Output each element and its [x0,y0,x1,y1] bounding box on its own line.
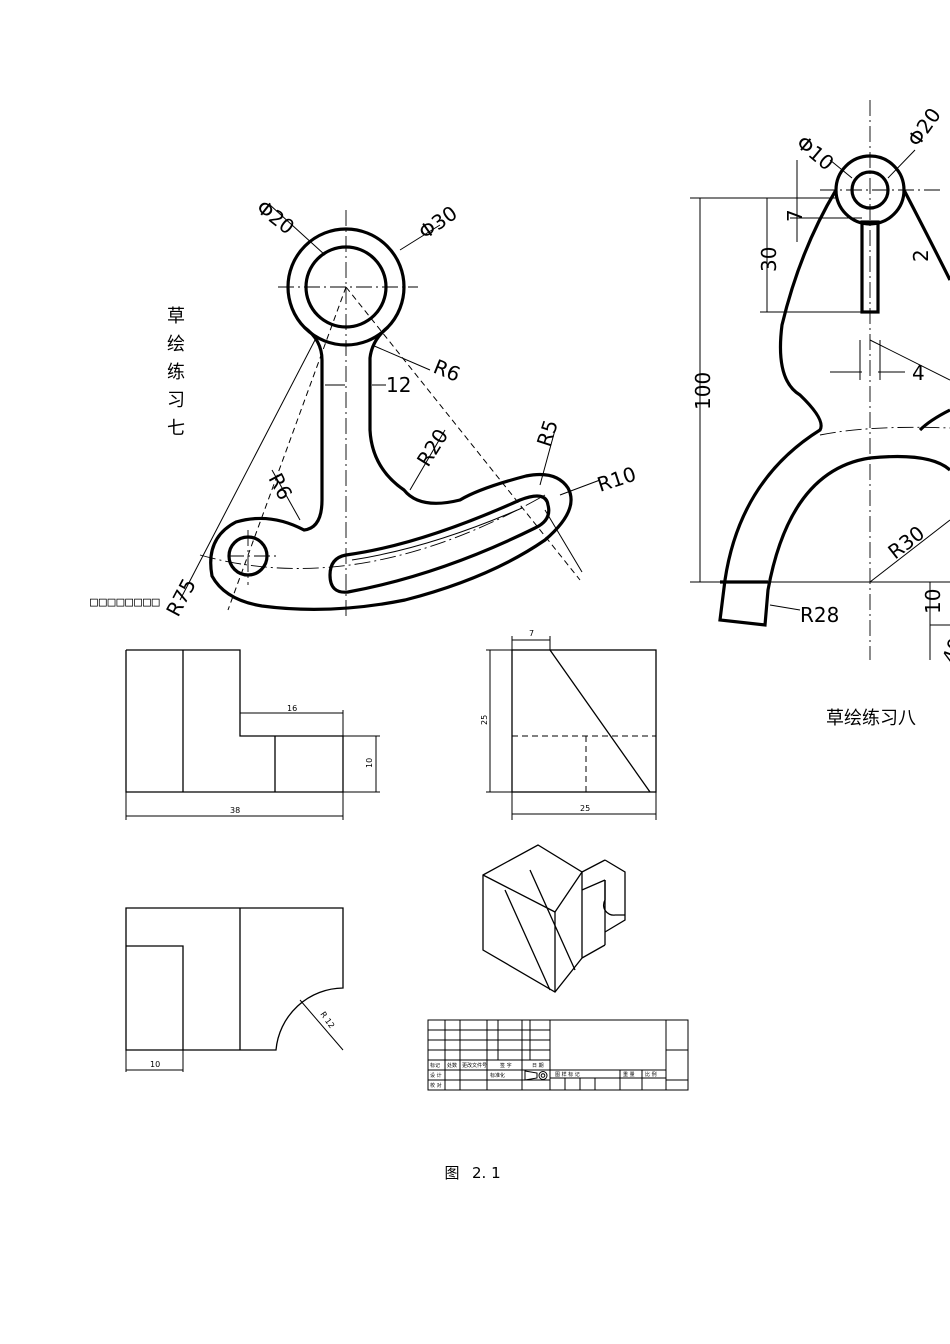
projection-symbol-icon [524,1070,548,1081]
tb-label-6: 设 计 [430,1072,442,1079]
s8-dim-2: 2 [909,249,933,262]
s8-dim-r28: R28 [800,603,839,627]
front-dim-10: 10 [365,758,374,768]
side-view: 7 25 25 [480,629,657,820]
top-dim-r12: R 12 [318,1010,336,1030]
tb-label-11: 校 对 [430,1082,442,1089]
tb-label-1: 标记 [430,1062,440,1069]
front-view: 16 10 38 [125,649,380,820]
sketch7-title-3: 练 [167,362,185,383]
front-dim-38: 38 [230,806,240,815]
s7-dim-r20: R20 [412,425,453,471]
title-block: 标记 处数 更改文件号 签 字 日 期 设 计 标准化 图 样 标 记 重 量 … [427,1019,689,1091]
s7-dim-12: 12 [386,373,411,397]
s7-dim-r6a: R6 [430,354,464,386]
s7-dim-r5: R5 [532,417,563,450]
tb-label-4: 签 字 [500,1062,512,1069]
s8-dim-40: 40 [937,635,950,667]
figure-caption-number: 2. 1 [472,1164,501,1182]
s7-dim-r10: R10 [594,462,639,497]
tb-label-8: 图 样 标 记 [555,1071,580,1078]
tb-label-9: 重 量 [623,1071,635,1078]
sketch7-title-1: 草 [167,306,185,327]
s8-dim-phi10: Φ10 [792,130,839,175]
sketch8: Φ10 Φ20 7 30 2 4 100 R30 R28 10 40 草绘练习八 [690,100,950,729]
s8-dim-7: 7 [783,209,807,222]
s8-dim-4: 4 [912,361,925,385]
top-dim-10: 10 [150,1060,160,1069]
side-dim-25-horizontal: 25 [580,804,590,813]
isometric-view [482,844,626,993]
s7-dim-phi30: Φ30 [414,201,462,244]
side-dim-7: 7 [529,629,534,638]
front-dim-16: 16 [287,704,297,713]
s7-garbled-caption: □□□□□□□□ [90,595,161,610]
tb-label-2: 处数 [447,1062,457,1069]
figure-caption-prefix: 图 [444,1164,459,1182]
s8-dim-10: 10 [921,589,945,614]
top-view: 10 R 12 [125,907,344,1072]
tb-label-5: 日 期 [532,1063,544,1069]
three-view-drawing: 16 10 38 7 25 25 [125,629,689,1091]
sketch7-title-5: 七 [167,418,185,439]
s8-dim-r30: R30 [883,521,929,564]
s8-dim-phi20: Φ20 [902,103,945,151]
sketch7-title-2: 绘 [167,334,185,355]
s7-dim-r75: R75 [161,574,201,620]
sketch7: 草 绘 练 习 七 Φ20 Φ30 [90,195,639,620]
side-dim-25-vertical: 25 [480,715,489,725]
tb-label-7: 标准化 [490,1072,505,1079]
s8-dim-30: 30 [757,247,781,272]
sketch8-title: 草绘练习八 [826,708,916,729]
sketch7-title-4: 习 [167,390,185,411]
tb-label-10: 比 例 [645,1071,657,1078]
s8-dim-100: 100 [691,372,715,410]
s7-dim-phi20: Φ20 [252,195,299,239]
tb-label-3: 更改文件号 [462,1062,487,1069]
